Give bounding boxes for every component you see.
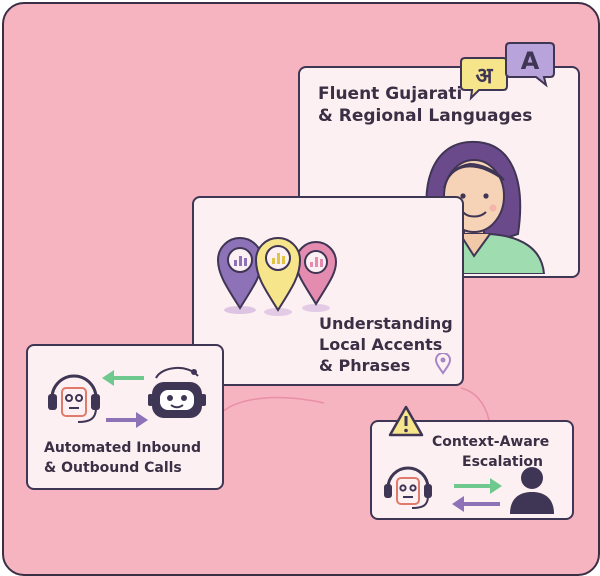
accents-title-line1: Understanding	[319, 314, 453, 333]
small-location-pin-icon	[434, 353, 452, 375]
location-pins-icon-group	[216, 230, 348, 316]
escalation-title-line2: Escalation	[462, 454, 543, 470]
hindi-speech-bubble-icon: अ	[459, 54, 509, 102]
pink-location-pin-icon	[294, 241, 338, 306]
purple-location-pin-icon	[216, 237, 264, 310]
person-icon	[510, 467, 554, 514]
languages-title-line2: & Regional Languages	[318, 106, 533, 126]
hindi-glyph: अ	[476, 64, 494, 89]
connector-line	[460, 387, 490, 421]
latin-glyph: A	[521, 47, 540, 75]
latin-speech-bubble-icon: A	[504, 39, 556, 89]
calls-title-line1: Automated Inbound	[44, 440, 202, 456]
arrow-right-icon	[454, 478, 502, 494]
languages-title-line1: Fluent Gujarati	[318, 84, 463, 104]
escalation-title-line1: Context-Aware	[432, 434, 550, 450]
accents-title-line2: Local Accents	[319, 335, 443, 354]
headset-agent-icon	[48, 374, 100, 423]
arrow-left-icon	[102, 370, 144, 386]
accents-card: Understanding Local Accents & Phrases	[192, 196, 464, 386]
warning-icon	[388, 404, 424, 438]
robot-icon	[148, 367, 206, 418]
arrow-right-icon	[106, 412, 148, 428]
escalation-icon-group	[382, 454, 564, 516]
calls-card: Automated Inbound & Outbound Calls	[26, 344, 224, 490]
escalation-card: Context-Aware Escalation	[370, 420, 574, 520]
headset-agent-icon	[384, 466, 432, 509]
yellow-location-pin-icon	[254, 237, 302, 312]
calls-icon-group	[44, 358, 214, 434]
connector-line	[220, 396, 325, 414]
arrow-left-icon	[452, 496, 500, 512]
accents-title-line3: & Phrases	[319, 356, 411, 375]
calls-title-line2: & Outbound Calls	[44, 460, 182, 476]
